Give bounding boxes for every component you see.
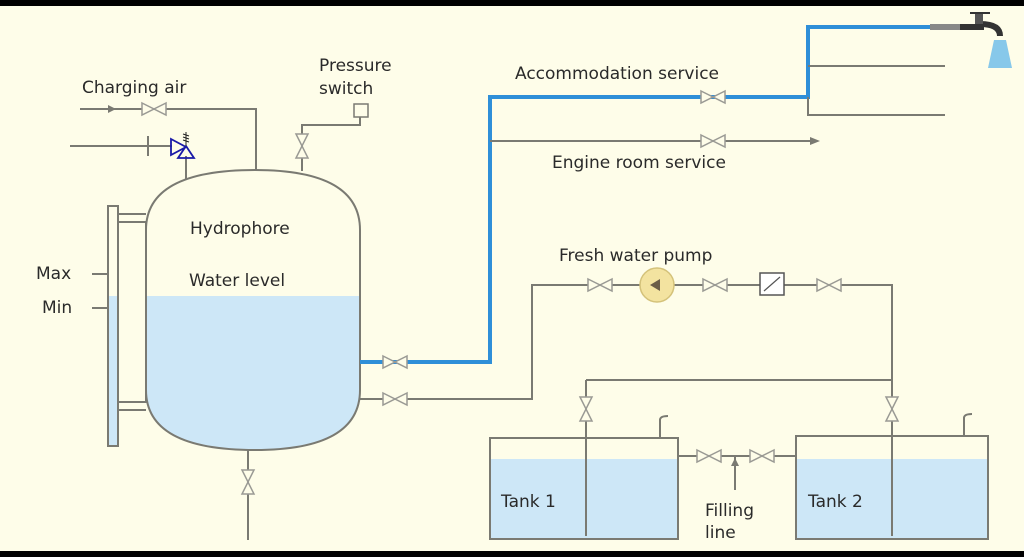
accommodation-service-label: Accommodation service xyxy=(515,64,719,84)
charging-air-line xyxy=(80,101,257,171)
relief-valve-line xyxy=(70,132,196,180)
engine-room-service-label: Engine room service xyxy=(552,153,726,173)
service-line xyxy=(360,25,945,370)
pump-icon[interactable] xyxy=(639,267,675,303)
tank-1-label: Tank 1 xyxy=(500,492,556,512)
flow-arrow-icon xyxy=(731,458,739,466)
filling-line-label-2: line xyxy=(705,523,736,543)
pressure-switch-label-1: Pressure xyxy=(319,56,392,76)
valve-icon[interactable] xyxy=(816,277,842,293)
tank-2-label: Tank 2 xyxy=(807,492,863,512)
min-label: Min xyxy=(42,298,72,318)
max-label: Max xyxy=(36,264,71,284)
filling-line-label-1: Filling xyxy=(705,501,754,521)
pressure-switch-icon[interactable] xyxy=(353,103,369,118)
hydrophore-water xyxy=(146,296,360,450)
flow-arrow-icon xyxy=(810,137,820,145)
pressure-switch-label-2: switch xyxy=(319,79,373,99)
water-level-label: Water level xyxy=(189,271,285,291)
hydrophore-vessel xyxy=(145,168,361,452)
drain-line xyxy=(240,450,256,540)
valve-icon[interactable] xyxy=(141,101,167,117)
valve-icon[interactable] xyxy=(702,277,728,293)
level-gauge xyxy=(92,205,147,447)
tank-2 xyxy=(795,413,989,540)
flow-arrow-icon xyxy=(108,105,116,113)
valve-icon[interactable] xyxy=(382,354,408,370)
diagram-canvas: Max Min Hydrophore Water level Charging … xyxy=(0,6,1024,551)
valve-icon[interactable] xyxy=(578,396,594,422)
valve-icon[interactable] xyxy=(240,469,256,495)
valve-icon[interactable] xyxy=(587,277,613,293)
valve-icon[interactable] xyxy=(294,133,310,159)
filling-line xyxy=(678,448,796,490)
fresh-water-pump-label: Fresh water pump xyxy=(559,246,712,266)
tap-icon[interactable] xyxy=(930,12,1012,68)
relief-valve-icon[interactable] xyxy=(170,132,196,159)
pressure-switch-line xyxy=(294,103,369,171)
hydrophore-label: Hydrophore xyxy=(190,219,290,239)
charging-air-label: Charging air xyxy=(82,78,186,98)
valve-icon[interactable] xyxy=(700,133,726,149)
valve-icon[interactable] xyxy=(884,396,900,422)
filter-icon[interactable] xyxy=(759,272,785,296)
valve-icon[interactable] xyxy=(696,448,722,464)
tank-1 xyxy=(489,415,679,540)
hydrophore-diagram: Max Min Hydrophore Water level Charging … xyxy=(36,12,1012,543)
valve-icon[interactable] xyxy=(382,391,408,407)
valve-icon[interactable] xyxy=(700,89,726,105)
valve-icon[interactable] xyxy=(749,448,775,464)
